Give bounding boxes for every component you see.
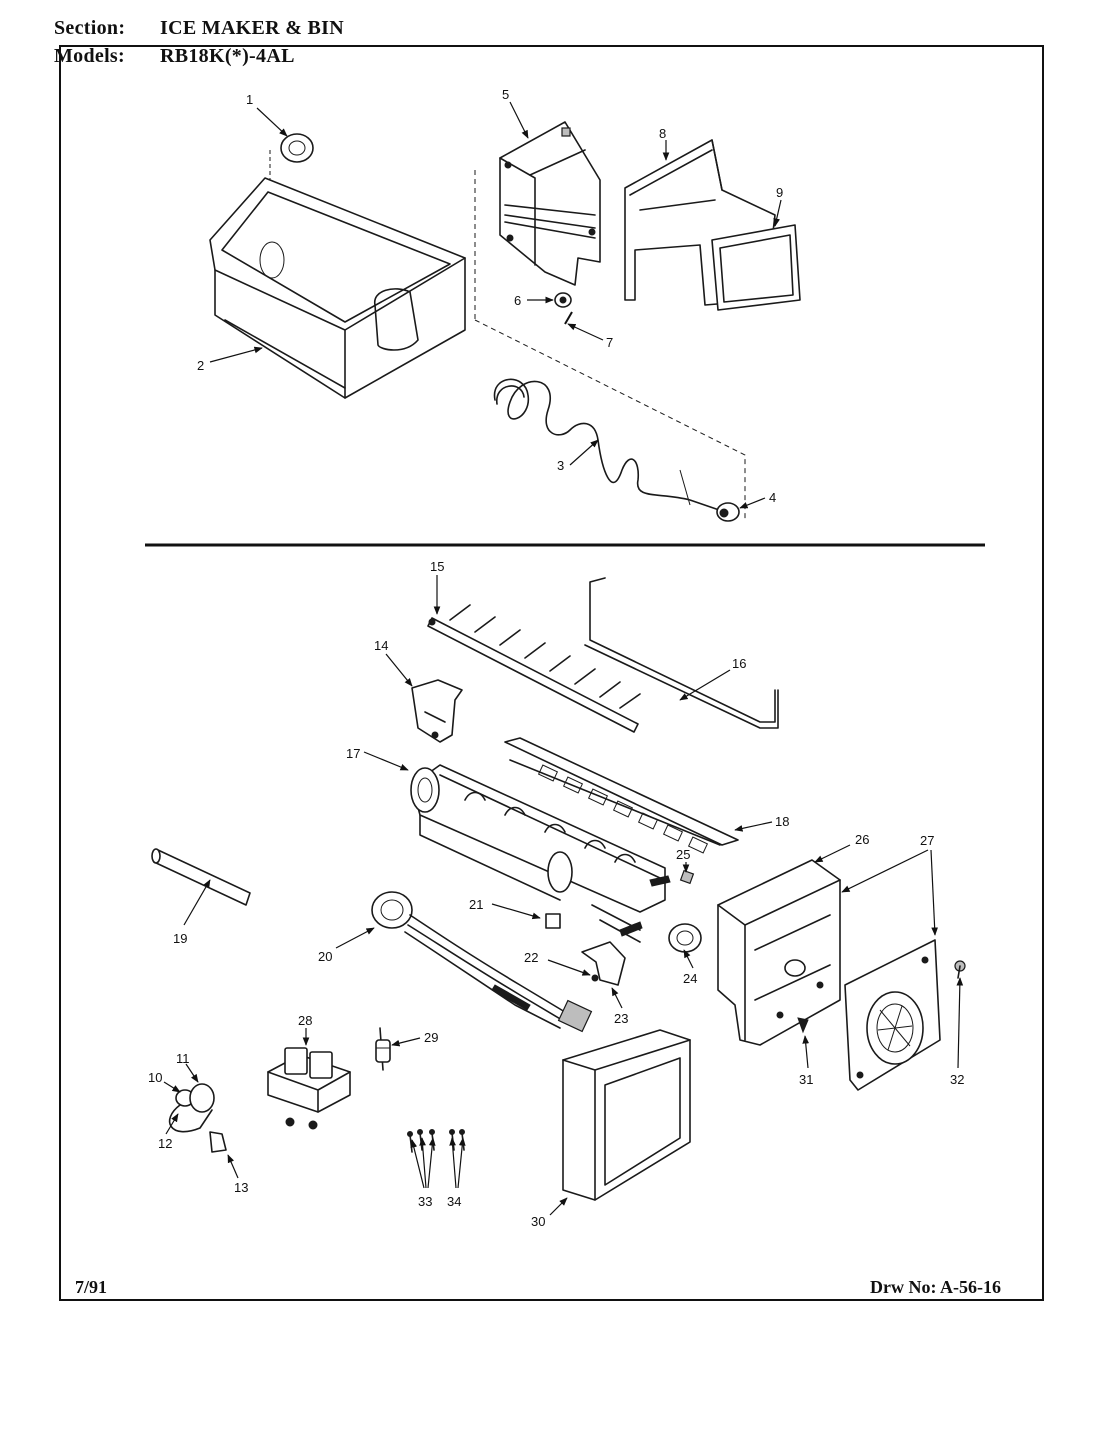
callout-21: 21 bbox=[469, 897, 483, 912]
leader-lines bbox=[163, 101, 964, 1216]
part-2-ice-bin bbox=[209, 177, 466, 399]
part-10-13-light-assembly bbox=[168, 1083, 227, 1153]
part-5-chute-housing bbox=[499, 121, 601, 286]
part-6-washer bbox=[554, 292, 572, 308]
callout-22: 22 bbox=[524, 950, 538, 965]
callout-10: 10 bbox=[148, 1070, 162, 1085]
part-19-tube bbox=[151, 848, 251, 906]
part-20-thermostat bbox=[371, 891, 593, 1033]
part-7-pin bbox=[564, 311, 573, 325]
part-18-stripper bbox=[504, 737, 739, 854]
models-label: Models: bbox=[54, 45, 125, 67]
part-30-front-cover bbox=[562, 1029, 691, 1201]
callout-7: 7 bbox=[606, 335, 613, 350]
part-17-mold bbox=[410, 764, 666, 913]
part-1-knob bbox=[269, 133, 314, 240]
part-28-water-valve bbox=[267, 1047, 351, 1130]
callout-28: 28 bbox=[298, 1013, 312, 1028]
callout-26: 26 bbox=[855, 832, 869, 847]
part-32-screw bbox=[954, 960, 966, 979]
part-4-bushing bbox=[716, 502, 740, 522]
callout-15: 15 bbox=[430, 559, 444, 574]
callout-20: 20 bbox=[318, 949, 332, 964]
part-31-screw bbox=[797, 1017, 809, 1034]
callout-9: 9 bbox=[776, 185, 783, 200]
part-3-auger-coil bbox=[493, 378, 726, 513]
drawing-frame bbox=[59, 45, 1044, 1301]
callout-18: 18 bbox=[775, 814, 789, 829]
callout-33: 33 bbox=[418, 1194, 432, 1209]
drawing-number: Drw No: A-56-16 bbox=[870, 1277, 1001, 1297]
callout-25: 25 bbox=[676, 847, 690, 862]
section-label: Section: bbox=[54, 17, 126, 39]
callout-27: 27 bbox=[920, 833, 934, 848]
callout-11: 11 bbox=[176, 1051, 190, 1066]
callout-30: 30 bbox=[531, 1214, 545, 1229]
callout-3: 3 bbox=[557, 458, 564, 473]
part-26-control-housing bbox=[717, 859, 841, 1046]
callout-6: 6 bbox=[514, 293, 521, 308]
part-14-bracket bbox=[411, 679, 463, 743]
callout-29: 29 bbox=[424, 1030, 438, 1045]
callout-13: 13 bbox=[234, 1180, 248, 1195]
callout-12: 12 bbox=[158, 1136, 172, 1151]
part-23-clip bbox=[581, 941, 626, 986]
part-21-block bbox=[545, 913, 561, 929]
drawing-date: 7/91 bbox=[75, 1277, 108, 1297]
part-16-shutoff-arm bbox=[584, 577, 779, 729]
callout-5: 5 bbox=[502, 87, 509, 102]
callout-2: 2 bbox=[197, 358, 204, 373]
part-29-fitting bbox=[375, 1027, 391, 1071]
part-33-34-screws bbox=[407, 1129, 465, 1153]
part-9-filter-pad bbox=[711, 224, 801, 311]
models-value: RB18K(*)-4AL bbox=[160, 45, 295, 67]
callout-19: 19 bbox=[173, 931, 187, 946]
callout-17: 17 bbox=[346, 746, 360, 761]
part-27-motor bbox=[844, 939, 941, 1091]
callout-31: 31 bbox=[799, 1072, 813, 1087]
callout-14: 14 bbox=[374, 638, 388, 653]
callout-24: 24 bbox=[683, 971, 697, 986]
callout-4: 4 bbox=[769, 490, 776, 505]
section-title: ICE MAKER & BIN bbox=[160, 17, 344, 39]
callout-32: 32 bbox=[950, 1072, 964, 1087]
part-22-screw bbox=[591, 974, 599, 982]
callout-34: 34 bbox=[447, 1194, 461, 1209]
part-25-screw bbox=[679, 869, 695, 885]
callout-16: 16 bbox=[732, 656, 746, 671]
callout-8: 8 bbox=[659, 126, 666, 141]
callout-1: 1 bbox=[246, 92, 253, 107]
part-15-ejector bbox=[427, 604, 641, 733]
callout-23: 23 bbox=[614, 1011, 628, 1026]
part-24-coupler bbox=[591, 875, 702, 953]
